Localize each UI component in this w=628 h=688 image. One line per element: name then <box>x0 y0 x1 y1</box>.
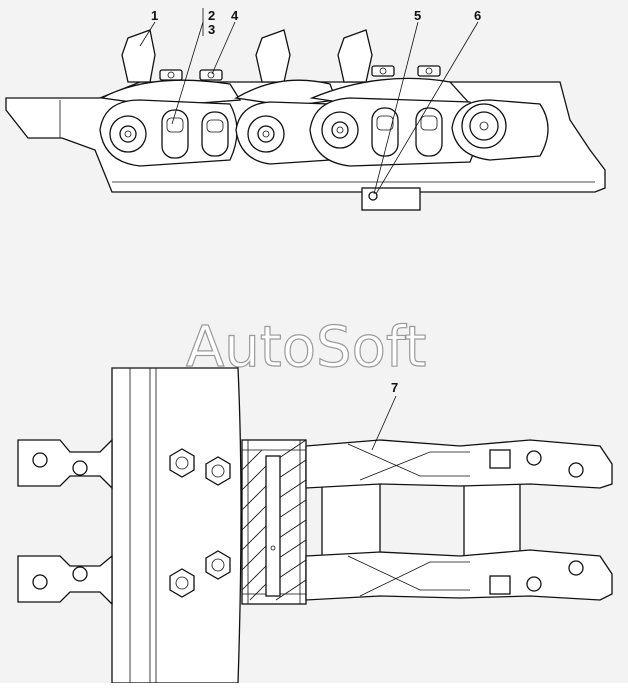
hex-bolts <box>169 448 231 598</box>
bushing-section <box>241 439 307 605</box>
callout-4: 4 <box>231 8 239 23</box>
callout-5: 5 <box>414 8 421 23</box>
left-link-tabs <box>17 438 113 606</box>
link-slots <box>161 107 443 159</box>
callout-6: 6 <box>474 8 481 23</box>
leader-lines-top <box>139 8 479 195</box>
callout-1: 1 <box>151 8 158 23</box>
right-chain-links <box>305 439 613 601</box>
leader-line-7 <box>371 395 397 451</box>
track-pins <box>109 103 507 153</box>
track-chain-plan-view: 7 <box>17 367 613 684</box>
callout-3: 3 <box>208 22 215 37</box>
track-chain-side-view: 1 2 3 4 5 6 <box>5 8 606 211</box>
bolt-heads-top <box>159 65 441 81</box>
callout-2: 2 <box>208 8 215 23</box>
callout-7: 7 <box>391 380 398 395</box>
